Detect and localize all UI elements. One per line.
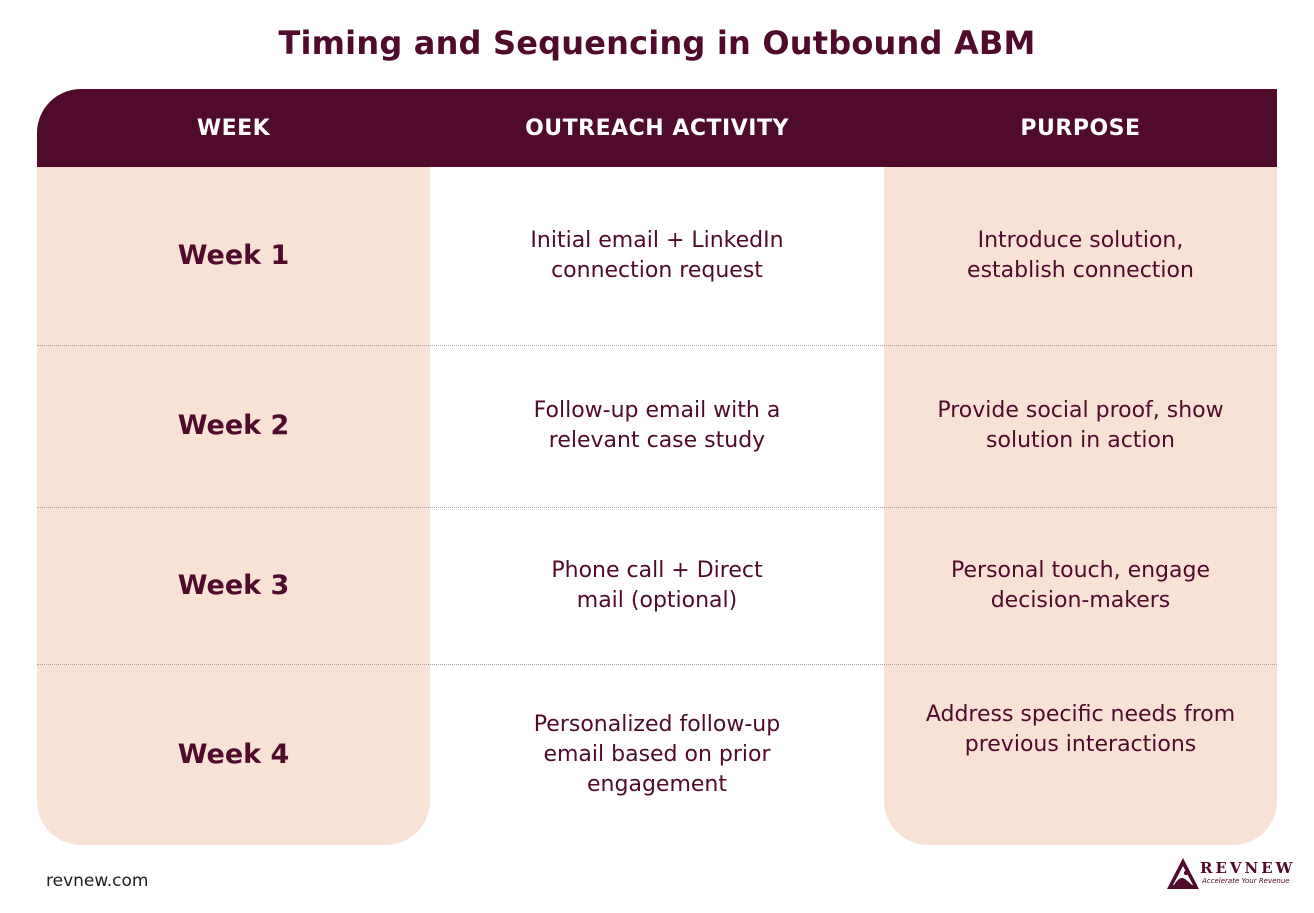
row-4-purpose: Address specific needs from previous int… (925, 702, 1236, 757)
row-2-activity: Follow-up email with a relevant case stu… (533, 398, 781, 453)
week-column-background (37, 89, 430, 845)
table-header: WEEK OUTREACH ACTIVITY PURPOSE (37, 89, 1277, 167)
logo-tagline: Accelerate Your Revenue (1202, 877, 1290, 885)
row-divider (37, 664, 1277, 665)
row-2-purpose: Provide social proof, show solution in a… (937, 398, 1224, 453)
page-title: Timing and Sequencing in Outbound ABM (278, 24, 1036, 62)
row-2-week: Week 2 (177, 410, 290, 441)
revnew-logo: REVNEW Accelerate Your Revenue (1166, 857, 1298, 893)
footer-url: revnew.com (46, 871, 149, 891)
header-activity: OUTREACH ACTIVITY (525, 115, 789, 141)
row-1-purpose: Introduce solution, establish connection (967, 228, 1194, 283)
row-3-week: Week 3 (177, 569, 290, 601)
schedule-table: WEEK OUTREACH ACTIVITY PURPOSE Week 1 In… (37, 89, 1277, 845)
logo-wordmark: REVNEW (1200, 859, 1296, 877)
header-week: WEEK (196, 115, 271, 141)
header-purpose: PURPOSE (1020, 115, 1141, 141)
mountain-logo-icon (1167, 858, 1199, 889)
purpose-column-background (884, 89, 1277, 845)
row-3-purpose: Personal touch, engage decision-makers (951, 557, 1210, 613)
row-4-week: Week 4 (177, 738, 290, 770)
row-divider (37, 345, 1277, 346)
row-1-activity: Initial email + LinkedIn connection requ… (530, 228, 784, 283)
row-3-activity: Phone call + Direct mail (optional) (551, 557, 763, 613)
row-divider (37, 507, 1277, 508)
row-4-activity: Personalized follow-up email based on pr… (533, 711, 781, 797)
row-1-week: Week 1 (177, 240, 290, 271)
